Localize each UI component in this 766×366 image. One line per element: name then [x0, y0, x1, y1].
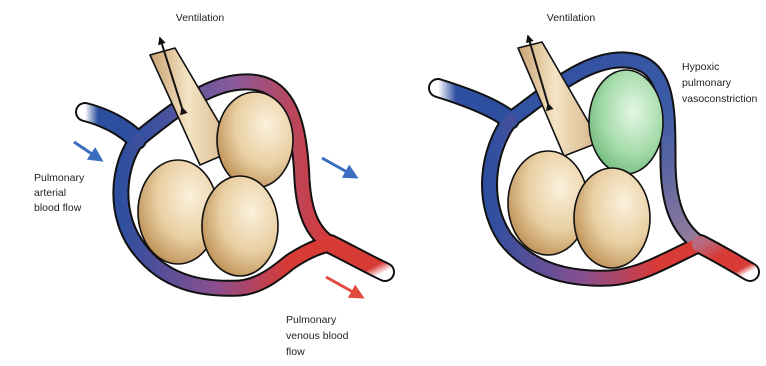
arterial-label-line: arterial [34, 187, 66, 199]
venous-label-line: venous blood [286, 330, 349, 342]
hpv-label-line: pulmonary [682, 77, 732, 89]
left-ventilation-label: Ventilation [176, 12, 225, 24]
arterial-label-line: blood flow [34, 202, 82, 214]
venous-label-line: flow [286, 346, 305, 358]
alveolus [217, 92, 293, 188]
left-arterial-flow-arrow-icon [74, 142, 101, 160]
left-top-flow-arrow-icon [322, 158, 356, 177]
left-venous-flow-arrow-icon [326, 277, 362, 297]
venous-flow-label: Pulmonary venous blood flow [286, 314, 351, 358]
hypoxic-alveolus [589, 70, 663, 174]
left-panel: Ventilation Pulmonary arterial blood flo… [34, 12, 385, 358]
hpv-label: Hypoxic pulmonary vasoconstriction [682, 61, 757, 105]
venous-label-line: Pulmonary [286, 314, 337, 326]
right-panel: Ventilation Hypoxic pulmonary vasoconstr… [438, 12, 757, 278]
hpv-label-line: Hypoxic [682, 61, 719, 73]
hpv-label-line: vasoconstriction [682, 93, 757, 105]
arterial-label-line: Pulmonary [34, 172, 85, 184]
alveolus [574, 168, 650, 268]
alveolus [202, 176, 278, 276]
right-ventilation-label: Ventilation [547, 12, 596, 24]
arterial-flow-label: Pulmonary arterial blood flow [34, 172, 87, 214]
